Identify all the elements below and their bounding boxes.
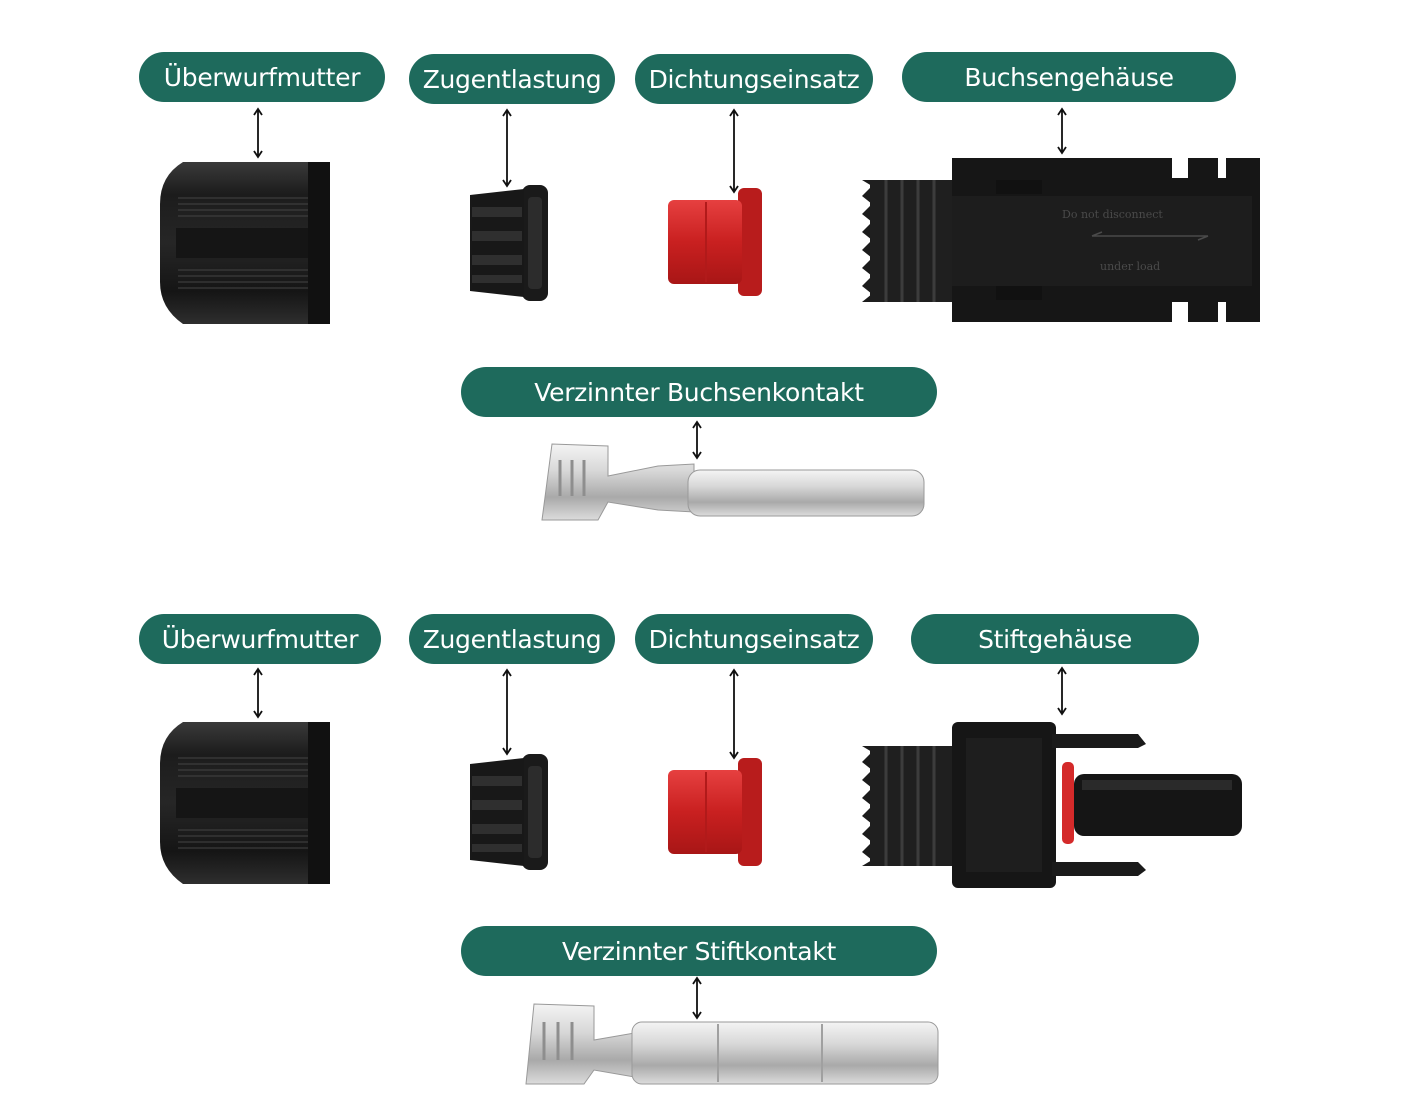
male-contact-image: [525, 1003, 939, 1085]
female-housing-image: Do not disconnect under load: [862, 158, 1260, 322]
union-nut-image: [160, 722, 330, 884]
seal-insert-image: [668, 758, 762, 866]
housing-print-line2: under load: [1100, 260, 1160, 273]
double-arrow-icon: [253, 667, 263, 719]
strain-relief-image: [470, 185, 548, 301]
seal-insert-image: [668, 188, 762, 296]
double-arrow-icon: [729, 108, 739, 194]
label-housing-bottom: Stiftgehäuse: [911, 614, 1199, 664]
label-strain-relief-top: Zugentlastung: [409, 54, 615, 104]
double-arrow-icon: [1057, 107, 1067, 155]
label-housing-top: Buchsengehäuse: [902, 52, 1236, 102]
double-arrow-icon: [253, 107, 263, 159]
label-seal-insert-top: Dichtungseinsatz: [635, 54, 873, 104]
label-nut-bottom: Überwurfmutter: [139, 614, 381, 664]
double-arrow-icon: [502, 108, 512, 188]
housing-print-line1: Do not disconnect: [1062, 208, 1163, 221]
double-arrow-icon: [502, 668, 512, 756]
double-arrow-icon: [1057, 666, 1067, 716]
female-contact-image: [541, 443, 925, 521]
label-contact-top: Verzinnter Buchsenkontakt: [461, 367, 937, 417]
label-contact-bottom: Verzinnter Stiftkontakt: [461, 926, 937, 976]
union-nut-image: [160, 162, 330, 324]
double-arrow-icon: [692, 976, 702, 1020]
label-seal-insert-bottom: Dichtungseinsatz: [635, 614, 873, 664]
label-nut-top: Überwurfmutter: [139, 52, 385, 102]
double-arrow-icon: [692, 420, 702, 460]
male-housing-image: [862, 722, 1242, 888]
strain-relief-image: [470, 754, 548, 870]
label-strain-relief-bottom: Zugentlastung: [409, 614, 615, 664]
double-arrow-icon: [729, 668, 739, 760]
